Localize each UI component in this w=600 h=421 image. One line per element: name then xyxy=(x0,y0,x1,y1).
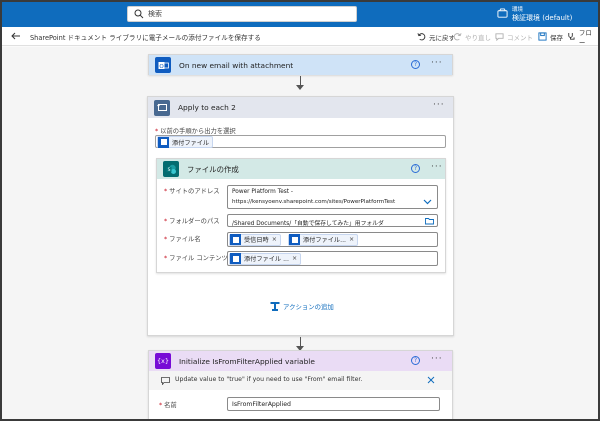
command-bar: SharePoint ドキュメント ライブラリに電子メールの添付ファイルを保存す… xyxy=(2,27,598,47)
file-content-label: * ファイル コンテンツ xyxy=(164,255,228,262)
site-name: Power Platform Test - xyxy=(232,189,294,195)
remove-token-icon[interactable]: × xyxy=(349,236,355,243)
apply-to-each-card[interactable]: Apply to each 2 ··· * 以前の手順から出力を選択 添付ファイ… xyxy=(147,96,454,336)
help-icon[interactable]: ? xyxy=(411,164,420,173)
file-name-label: * ファイル名 xyxy=(164,236,201,243)
svg-text:O: O xyxy=(159,63,164,69)
search-icon xyxy=(134,9,144,19)
save-button[interactable]: 保存 xyxy=(538,31,563,42)
remove-token-icon[interactable]: × xyxy=(292,255,298,262)
info-banner: Update value to "true" if you need to us… xyxy=(149,371,452,390)
attachment-name-token[interactable]: 添付ファイル... × xyxy=(288,233,359,246)
received-time-token-label: 受信日時 xyxy=(244,237,269,244)
site-url: https://kensyoenv.sharepoint.com/sites/P… xyxy=(232,199,396,205)
comment-icon xyxy=(495,33,504,41)
trigger-card[interactable]: O On new email with attachment ? ··· xyxy=(148,54,453,75)
attachments-token-label: 添付ファイル xyxy=(172,139,210,147)
variable-name-field[interactable]: IsFromFilterApplied xyxy=(227,397,440,411)
attachments-token[interactable]: 添付ファイル xyxy=(157,136,214,148)
folder-path-label: * フォルダーのパス xyxy=(164,218,220,225)
apply-to-each-title: Apply to each 2 xyxy=(178,103,236,112)
attachment-content-token-label: 添付ファイル ... xyxy=(244,256,289,263)
apply-to-each-header[interactable]: Apply to each 2 xyxy=(148,97,453,118)
folder-path-field[interactable]: /Shared Documents/「自動で保存してみた」用フォルダ xyxy=(227,214,438,227)
select-output-field[interactable]: 添付ファイル xyxy=(155,135,446,148)
search-box[interactable]: 検索 xyxy=(127,6,357,22)
variable-icon: {x} xyxy=(155,353,171,369)
more-options-icon[interactable]: ··· xyxy=(431,354,443,364)
flow-checker-button[interactable]: フロー xyxy=(567,29,598,47)
trigger-header[interactable]: O On new email with attachment xyxy=(149,55,452,75)
flow-title: SharePoint ドキュメント ライブラリに電子メールの添付ファイルを保存す… xyxy=(30,34,261,42)
init-variable-title: Initialize IsFromFilterApplied variable xyxy=(179,356,315,366)
sharepoint-icon: S xyxy=(163,161,179,177)
more-options-icon[interactable]: ··· xyxy=(433,100,445,110)
more-options-icon[interactable]: ··· xyxy=(431,162,443,172)
back-arrow-icon[interactable] xyxy=(11,31,21,41)
outlook-icon: O xyxy=(155,57,171,73)
redo-button[interactable]: やり直し xyxy=(453,31,491,42)
file-content-field[interactable]: 添付ファイル ... × xyxy=(227,251,438,266)
redo-icon xyxy=(453,33,462,41)
add-action-button[interactable]: アクションの追加 xyxy=(270,301,334,312)
save-label: 保存 xyxy=(550,33,563,42)
flow-checker-label: フロー xyxy=(578,28,592,47)
file-name-field[interactable]: 受信日時 × 添付ファイル... × xyxy=(227,232,438,247)
more-options-icon[interactable]: ··· xyxy=(431,58,443,68)
outlook-icon xyxy=(158,136,169,148)
init-variable-card[interactable]: {x} Initialize IsFromFilterApplied varia… xyxy=(148,350,453,419)
help-icon[interactable]: ? xyxy=(411,60,420,69)
received-time-token[interactable]: 受信日時 × xyxy=(229,233,281,246)
add-action-icon xyxy=(270,302,280,311)
select-output-label: * 以前の手順から出力を選択 xyxy=(155,128,236,135)
search-placeholder: 検索 xyxy=(148,10,162,18)
attachment-content-token[interactable]: 添付ファイル ... × xyxy=(229,252,302,265)
svg-text:S: S xyxy=(167,167,170,173)
variable-name-label: * 名前 xyxy=(159,402,177,409)
undo-button[interactable]: 元に戻す xyxy=(417,31,455,42)
comment-button[interactable]: コメント xyxy=(495,31,533,42)
trigger-title: On new email with attachment xyxy=(179,60,294,70)
undo-icon xyxy=(417,33,426,41)
top-bar: 検索 環境 検証環境 (default) xyxy=(2,2,598,27)
folder-icon[interactable] xyxy=(425,217,434,225)
redo-label: やり直し xyxy=(465,33,491,42)
loop-icon xyxy=(154,99,170,116)
chevron-down-icon[interactable] xyxy=(423,199,432,205)
connector-arrow-icon xyxy=(296,346,304,351)
create-file-title: ファイルの作成 xyxy=(187,164,239,174)
environment-icon[interactable] xyxy=(497,8,508,19)
outlook-icon xyxy=(230,234,241,245)
variable-name-value: IsFromFilterApplied xyxy=(232,401,291,408)
help-icon[interactable]: ? xyxy=(411,356,420,365)
create-file-card[interactable]: S ファイルの作成 ? ··· * サイトのアドレス Power Platfor… xyxy=(156,158,446,273)
undo-label: 元に戻す xyxy=(429,33,455,42)
folder-path-value: /Shared Documents/「自動で保存してみた」用フォルダ xyxy=(232,220,384,227)
connector-arrow-icon xyxy=(296,85,304,90)
comment-icon xyxy=(161,377,170,385)
attachment-name-token-label: 添付ファイル... xyxy=(303,237,347,244)
environment-label: 環境 xyxy=(512,7,524,13)
connector-line xyxy=(300,337,301,347)
environment-value[interactable]: 検証環境 (default) xyxy=(512,14,573,22)
connector-line xyxy=(300,76,301,86)
comment-label: コメント xyxy=(507,33,533,42)
outlook-icon xyxy=(230,253,241,264)
save-icon xyxy=(538,32,547,41)
remove-token-icon[interactable]: × xyxy=(271,236,277,243)
close-icon[interactable] xyxy=(427,376,435,384)
stethoscope-icon xyxy=(568,32,575,40)
outlook-icon xyxy=(289,234,300,245)
site-address-label: * サイトのアドレス xyxy=(164,188,220,195)
init-variable-header[interactable]: {x} Initialize IsFromFilterApplied varia… xyxy=(149,351,452,371)
info-text: Update value to "true" if you need to us… xyxy=(175,376,363,383)
site-address-dropdown[interactable]: Power Platform Test - https://kensyoenv.… xyxy=(227,185,438,209)
designer-canvas: O On new email with attachment ? ··· App… xyxy=(2,47,598,419)
create-file-header[interactable]: S ファイルの作成 xyxy=(157,159,445,179)
add-action-label: アクションの追加 xyxy=(283,303,334,311)
